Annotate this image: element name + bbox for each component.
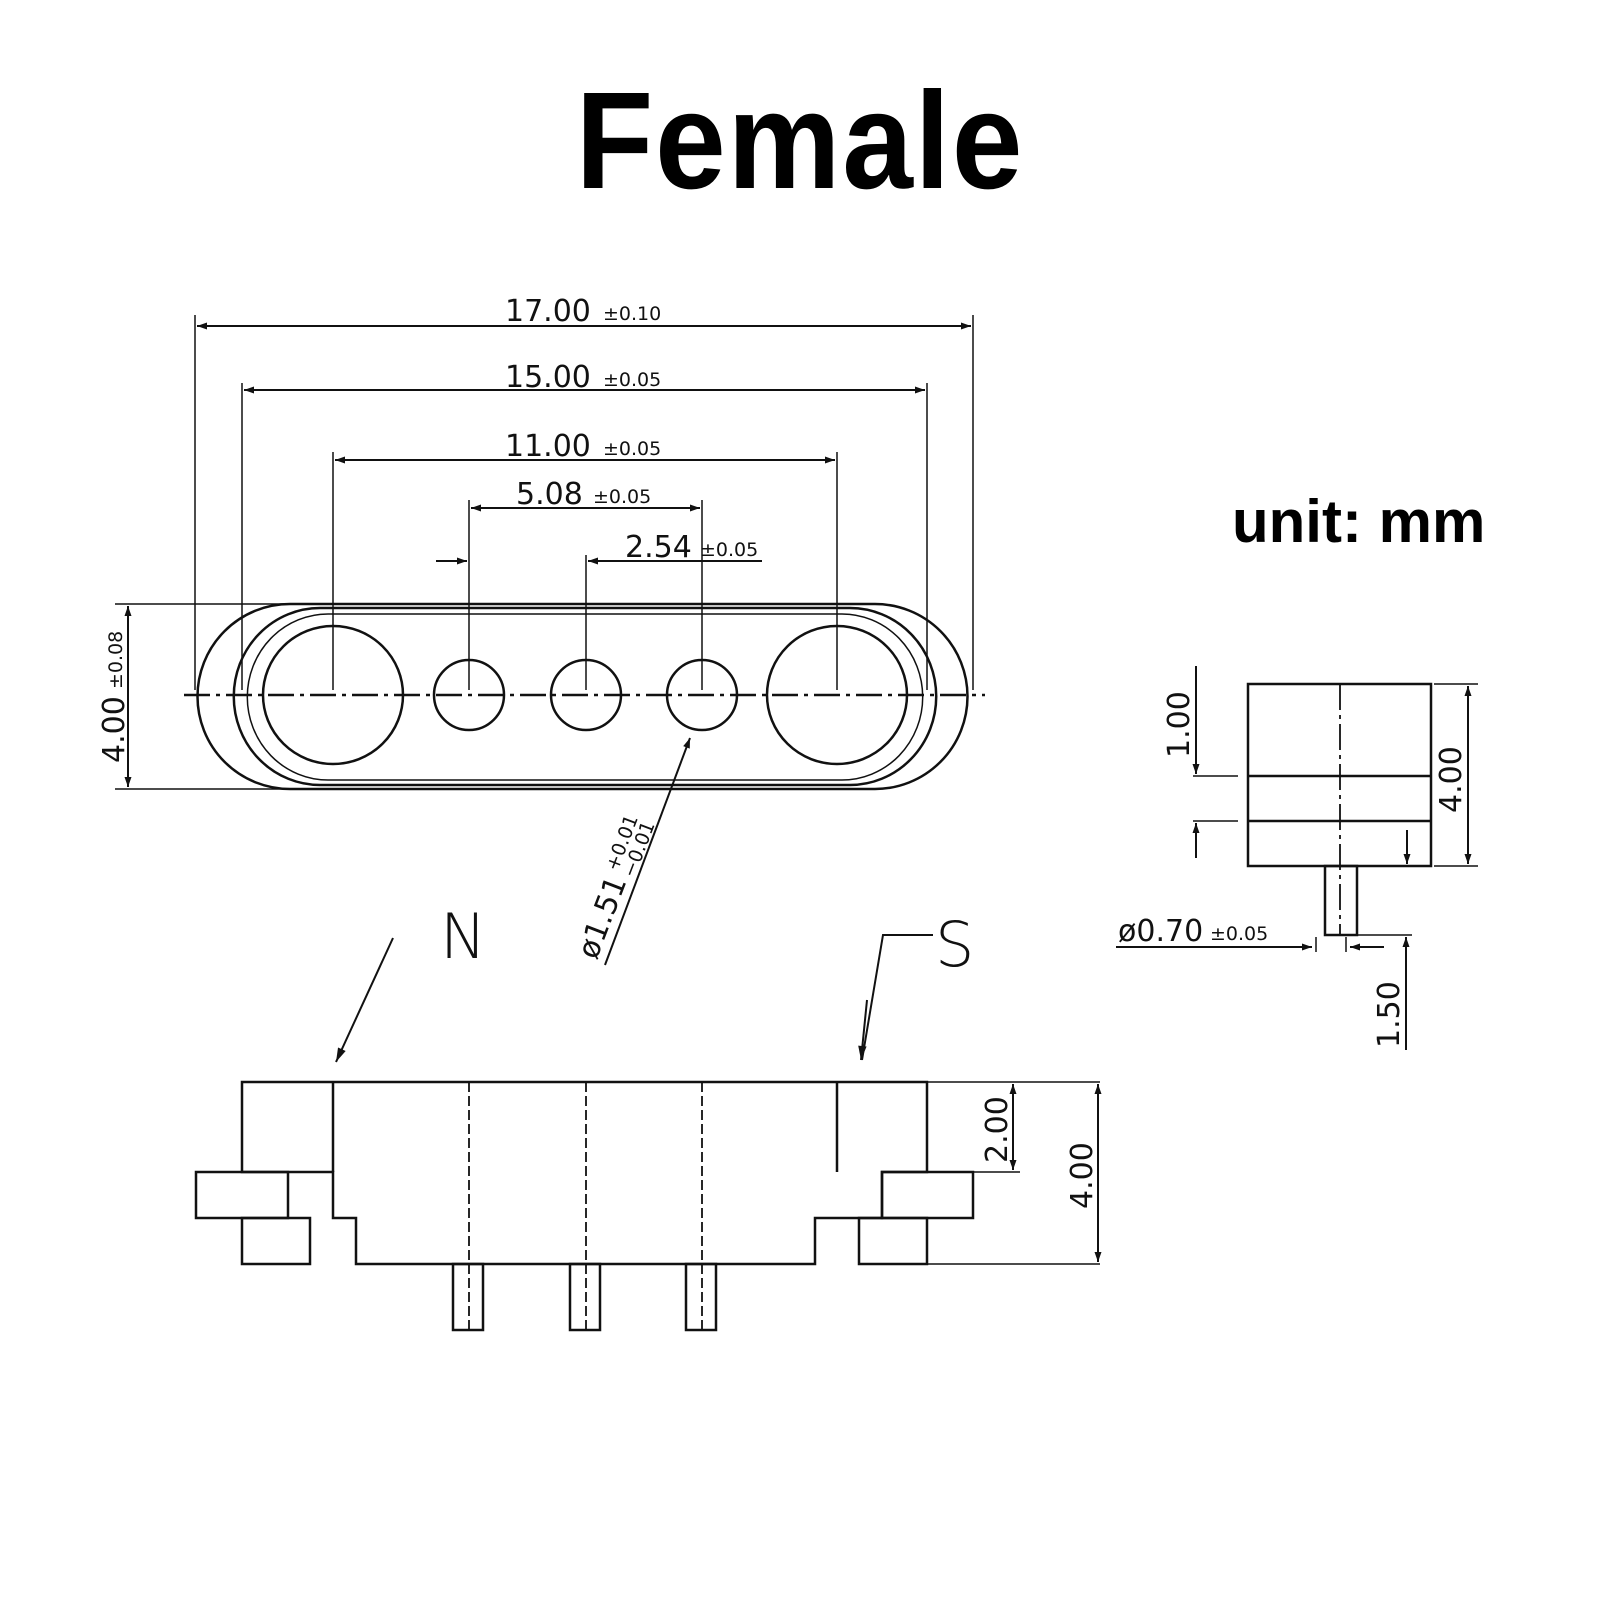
pin-length-value: 1.50	[1372, 981, 1407, 1048]
pin-hole-2	[549, 658, 623, 732]
side-dim-4-00: 4.00	[1434, 746, 1469, 813]
extension-lines	[194, 315, 974, 690]
magnet-hole-right	[765, 624, 909, 766]
tab-right	[857, 1216, 929, 1266]
pin-diameter-tolerance: ±0.05	[1210, 923, 1268, 945]
outer-housing	[196, 602, 969, 791]
north-leader	[335, 937, 394, 1063]
side-view	[1116, 666, 1478, 1050]
pin-2	[568, 1262, 602, 1332]
side-pin	[1323, 864, 1359, 937]
dim-17-value: 17.00	[505, 294, 591, 329]
flange-right	[880, 1170, 975, 1220]
top-view	[115, 315, 985, 966]
unit-label: unit: mm	[1232, 488, 1486, 555]
dim-11-tolerance: ±0.05	[603, 438, 661, 460]
dim-5-08-value: 5.08	[516, 477, 583, 512]
dim-15-value: 15.00	[505, 360, 591, 395]
south-leader	[861, 934, 933, 1061]
height-tolerance: ±0.08	[105, 631, 127, 689]
pin-diameter-value: ø0.70	[1118, 914, 1203, 949]
pin-3	[684, 1262, 718, 1332]
page-title: Female	[575, 64, 1025, 218]
dim-15-tolerance: ±0.05	[603, 369, 661, 391]
side-dim-1-00: 1.00	[1162, 691, 1197, 758]
front-dim-4-00: 4.00	[1065, 1142, 1100, 1209]
hole-diameter-value: ø1.51	[571, 871, 634, 963]
dim-17-tolerance: ±0.10	[603, 303, 661, 325]
tab-left	[240, 1216, 312, 1266]
flange-left	[194, 1170, 290, 1220]
pin-hole-3	[665, 658, 739, 732]
front-dim-2-00: 2.00	[980, 1096, 1015, 1163]
dim-2-54-tolerance: ±0.05	[700, 539, 758, 561]
south-label: S	[935, 908, 974, 981]
dim-2-54-value: 2.54	[625, 530, 692, 565]
front-view	[194, 934, 1102, 1332]
pin-1	[451, 1262, 485, 1332]
hole-leader	[604, 737, 691, 966]
dim-5-08-tolerance: ±0.05	[593, 486, 651, 508]
magnet-hole-left	[261, 624, 405, 766]
inner-housing	[232, 606, 938, 787]
north-label: N	[440, 900, 486, 973]
body-outline	[240, 1080, 929, 1266]
pin-hole-1	[432, 658, 506, 732]
height-value: 4.00	[97, 696, 132, 763]
dim-11-value: 11.00	[505, 429, 591, 464]
